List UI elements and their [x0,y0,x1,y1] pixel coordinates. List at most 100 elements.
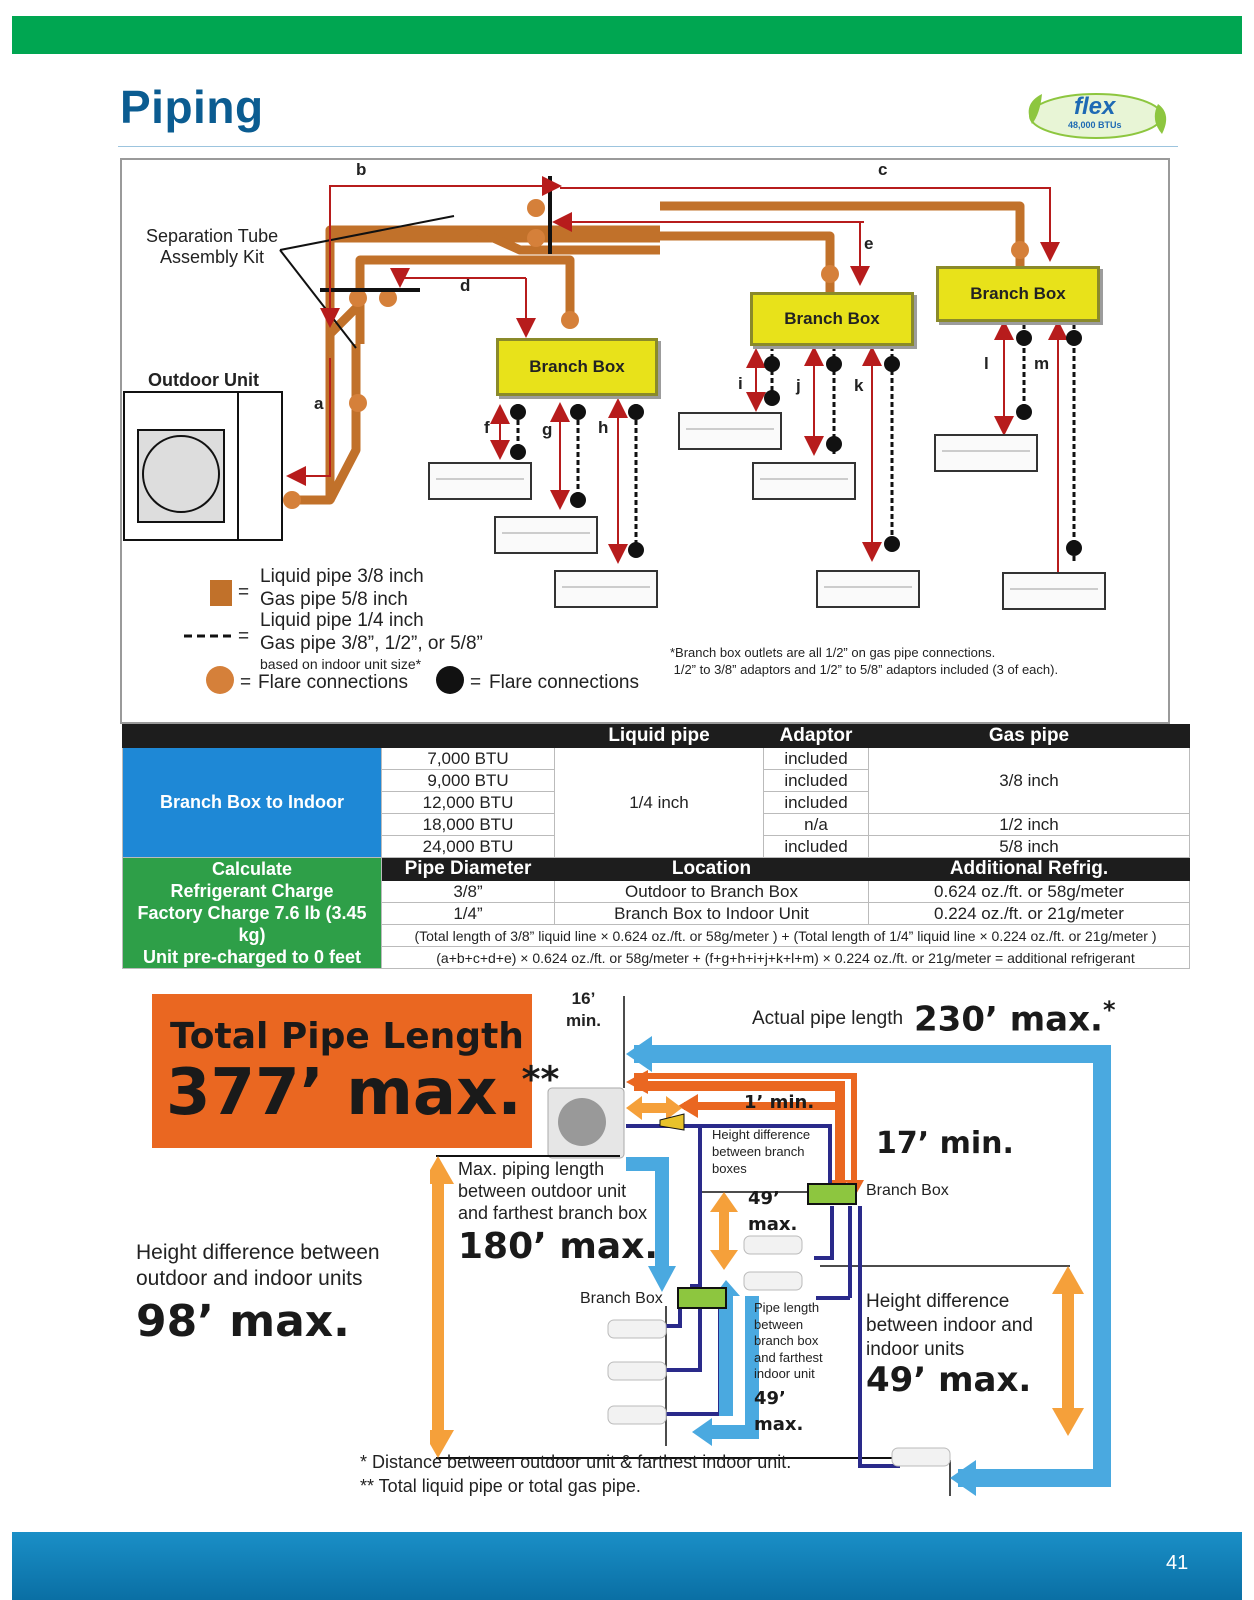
location-cell: Branch Box to Indoor Unit [554,902,869,925]
adaptor-cell: included [763,769,869,792]
indoor-unit [494,516,598,554]
total-pipe-title: Total Pipe Length [170,1016,524,1057]
piping-schematic [123,176,1082,694]
label-f: f [484,418,490,437]
legend-equals-3: = [240,672,252,693]
legend-flare-orange: Flare connections [258,672,408,693]
outdoor-unit-label: Outdoor Unit [148,370,259,390]
logo-word: flex [1074,93,1117,120]
label-a: a [314,394,324,413]
pl49-value: 49’ [754,1388,786,1409]
branch-height-value: 49’ max. [748,1186,797,1238]
label-i: i [738,374,743,393]
black-flare-dots [510,330,1082,558]
btu-cell: 18,000 BTU [381,813,555,836]
btu-cell: 12,000 BTU [381,791,555,814]
rc-line: Unit pre-charged to 0 feet [142,947,362,967]
max-piping-value: 180’ max. [458,1226,659,1267]
one-min-label: 1’ min. [744,1092,815,1113]
pl49-unit: max. [754,1414,804,1435]
legend-flare-black: Flare connections [489,672,639,693]
label-e: e [864,234,874,253]
indoor-unit [752,462,856,500]
refrig-cell: 0.224 oz./ft. or 21g/meter [868,902,1190,925]
indoor-unit [816,570,920,608]
branch-box-2: Branch Box [750,292,914,346]
rc-line: Calculate [211,859,293,879]
diam-cell: 3/8” [381,880,555,903]
seventeen-min-label: 17’ min. [876,1126,1014,1161]
height-od-value: 98’ max. [136,1296,350,1347]
spec-table: Liquid pipe Adaptor Gas pipe Branch Box … [122,724,1190,969]
diam-cell: 1/4” [381,902,555,925]
indoor-unit [428,462,532,500]
formula-2: (a+b+c+d+e) × 0.624 oz./ft. or 58g/meter… [381,946,1190,969]
gas-cell: 5/8 inch [868,835,1190,858]
label-m: m [1034,354,1050,373]
label-d: d [460,276,471,295]
refrigerant-charge-cell: Calculate Refrigerant Charge Factory Cha… [122,857,382,969]
h49a-value: 49’ [748,1188,780,1209]
height-iu-value: 49’ max. [866,1360,1032,1400]
page-number: 41 [1166,1552,1189,1574]
bottom-blue-bar [12,1532,1242,1600]
adaptor-cell: included [763,835,869,858]
outdoor-unit-drawing [123,391,283,541]
legend-dashed-3: based on indoor unit size* [260,656,422,672]
branch-box-outlet-note: *Branch box outlets are all 1/2” on gas … [670,645,1059,677]
actual-star: * [1102,996,1116,1024]
adaptor-cell: included [763,791,869,814]
actual-pipe-label: Actual pipe length [752,1008,904,1029]
indoor-unit [678,412,782,450]
height-iu-label: Height difference between indoor and ind… [866,1291,1033,1360]
orange-flare-dots [283,199,1029,509]
branch-box-symbols [677,1183,857,1309]
label-h: h [598,418,609,437]
indoor-units-bottom [607,1235,951,1467]
indoor-unit [1002,572,1106,610]
rc-line: Factory Charge 7.6 lb (3.45 kg) [137,903,367,945]
legend-equals-1: = [238,582,250,603]
btu-cell: 7,000 BTU [381,747,555,770]
actual-value-text: 230’ max. [914,999,1103,1040]
header-location: Location [554,857,869,881]
gas-cell: 1/2 inch [868,813,1190,836]
rc-line: Refrigerant Charge [170,881,334,901]
adaptor-cell: n/a [763,813,869,836]
refrig-cell: 0.624 oz./ft. or 58g/meter [868,880,1190,903]
branch-box-label-right: Branch Box [866,1182,949,1199]
total-pipe-value: 377’ max.** [166,1056,559,1130]
total-pipe-box [152,994,532,1148]
separation-kit-label: Separation Tube Assembly Kit [146,226,279,267]
indoor-unit [934,434,1038,472]
label-c: c [878,160,888,179]
indoor-unit [554,570,658,608]
branch-to-indoor-cell: Branch Box to Indoor [122,747,382,858]
logo-subtitle: 48,000 BTUs [1068,120,1122,130]
btu-cell: 24,000 BTU [381,835,555,858]
h49a-unit: max. [748,1214,798,1235]
branch-box-1: Branch Box [496,338,658,396]
top-green-bar [12,16,1242,54]
header-gas: Gas pipe [868,724,1190,748]
header-adaptor: Adaptor [763,724,869,748]
height-od-label: Height difference between outdoor and in… [136,1241,380,1290]
flex-logo: flex 48,000 BTUs [1028,93,1167,139]
header-refrig: Additional Refrig. [868,857,1190,881]
branch-box-3: Branch Box [936,266,1100,322]
legend-equals-2: = [238,626,250,647]
legend-equals-4: = [470,672,482,693]
pipe-len-far-value: 49’ max. [754,1386,803,1438]
liquid-cell: 1/4 inch [554,747,764,858]
label-k: k [854,376,864,395]
adaptor-cell: included [763,747,869,770]
legend-solid-2: Gas pipe 5/8 inch [260,589,408,610]
legend-solid-1: Liquid pipe 3/8 inch [260,566,424,587]
legend-dashed-2: Gas pipe 3/8”, 1/2”, or 5/8” [260,633,483,654]
branch-box-label-left: Branch Box [580,1290,663,1307]
label-g: g [542,420,553,439]
legend-dashed-1: Liquid pipe 1/4 inch [260,610,424,631]
min16-label: 16’ min. [566,988,601,1032]
total-value-text: 377’ max. [166,1056,522,1130]
pipe-len-far-label: Pipe length between branch box and farth… [754,1300,823,1381]
